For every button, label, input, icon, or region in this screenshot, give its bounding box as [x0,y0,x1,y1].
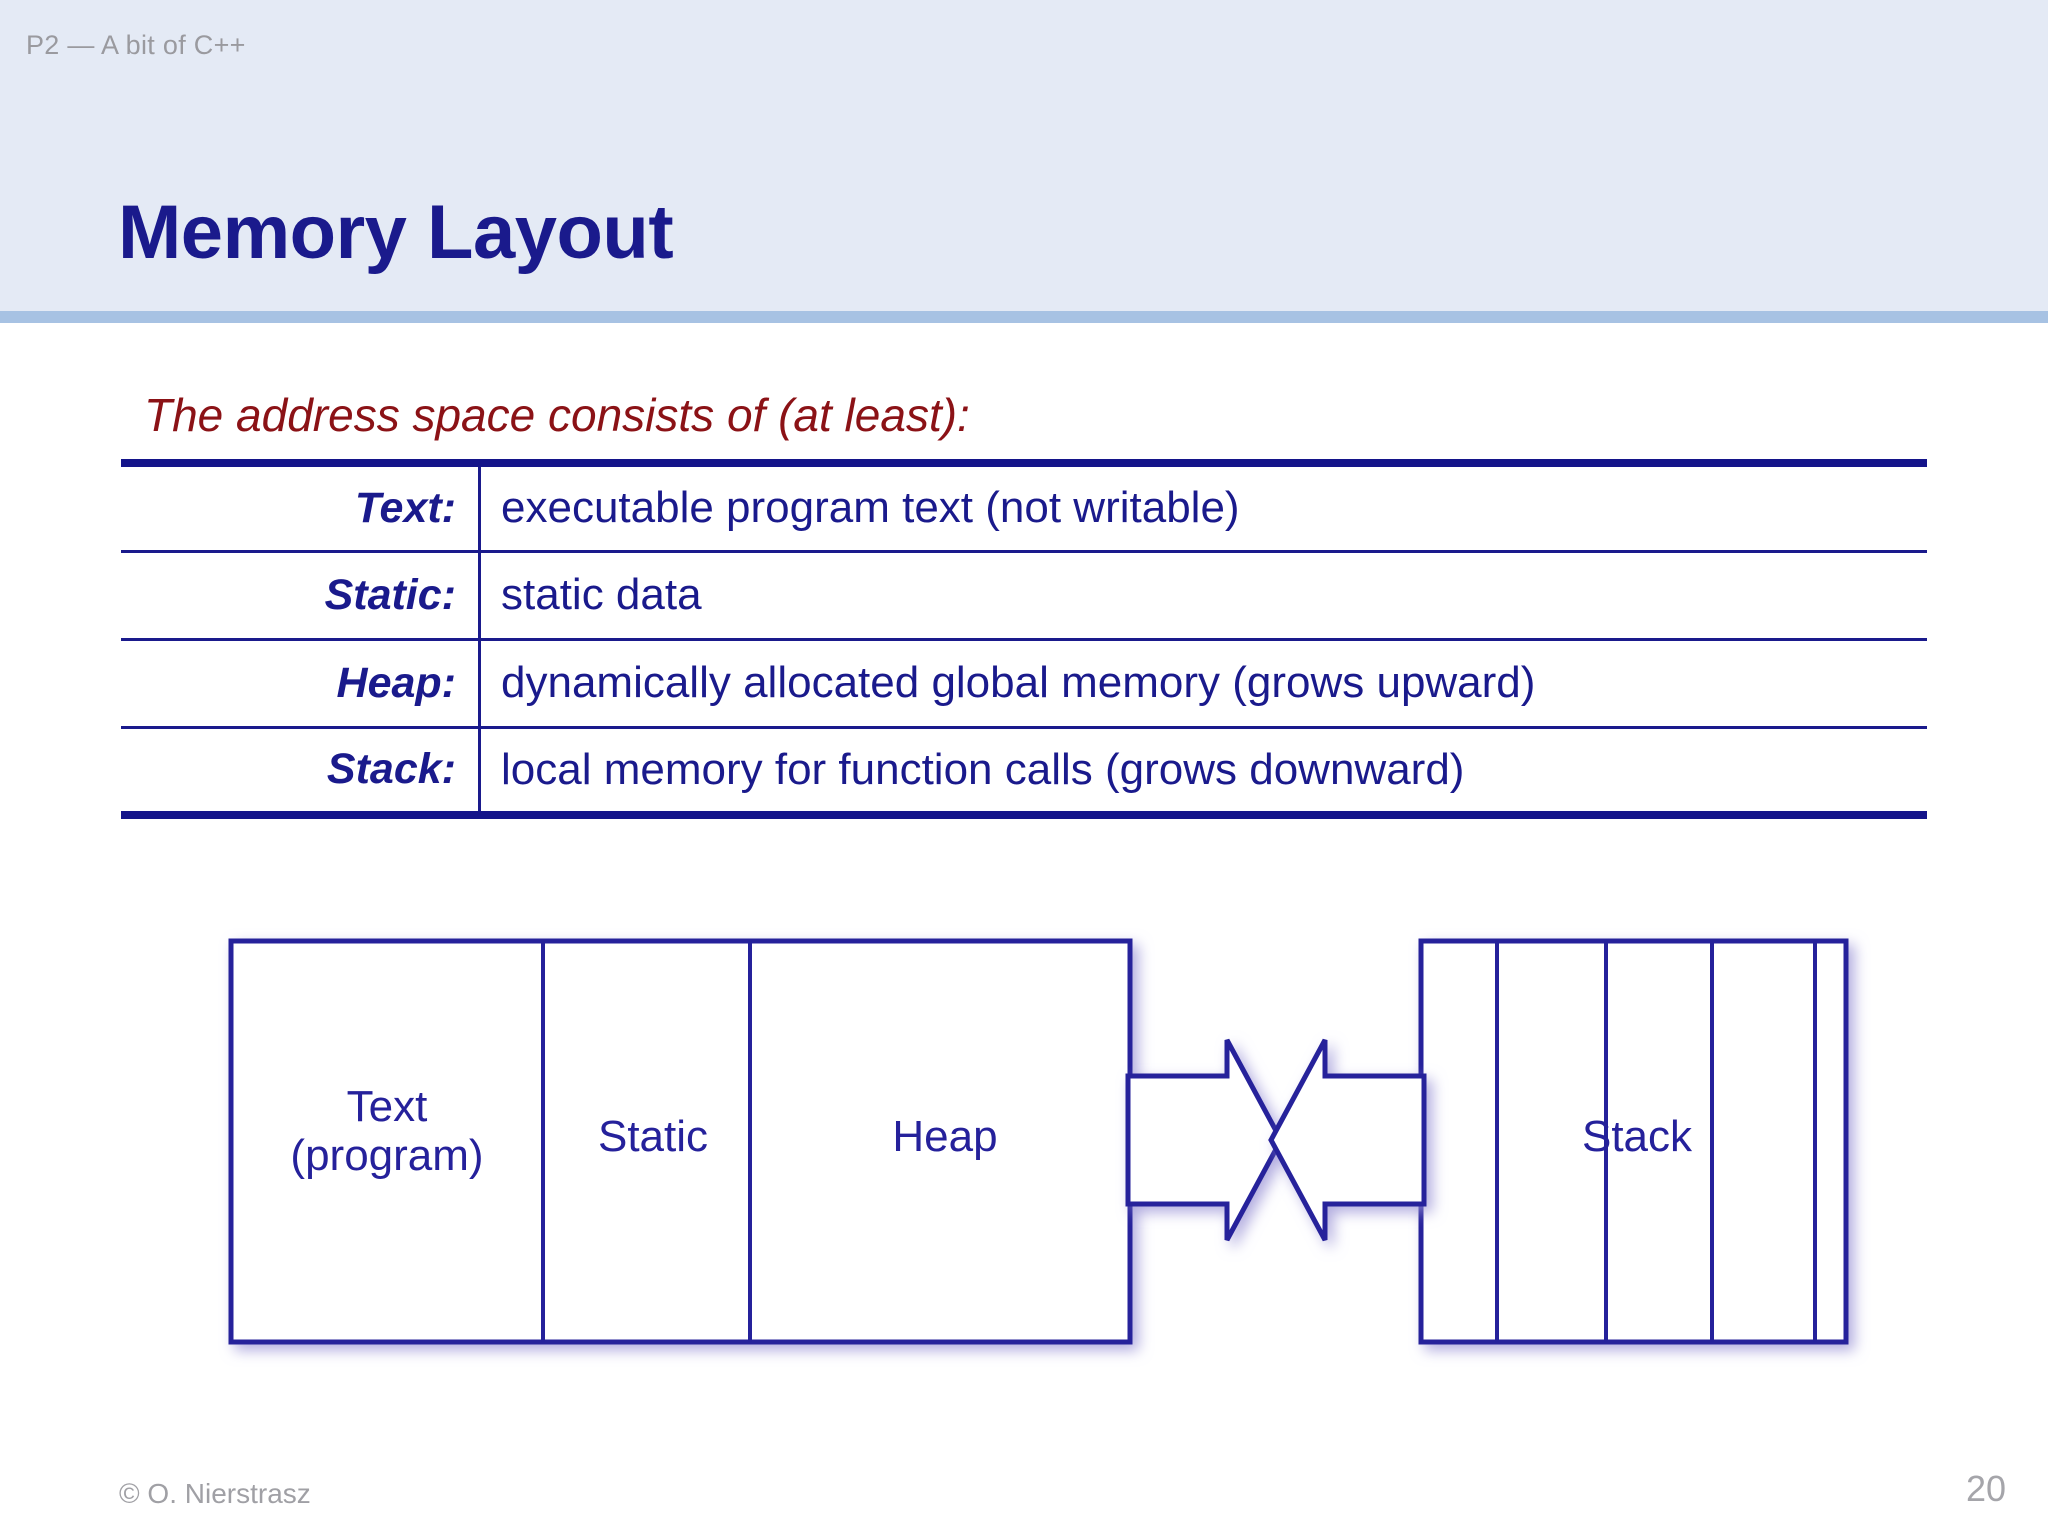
diagram-label-stack: Stack [1581,1112,1693,1161]
table-cell-description: static data [479,551,1927,641]
footer-copyright: © O. Nierstrasz [119,1478,311,1509]
page-title: Memory Layout [118,189,674,275]
table-row: Stack: local memory for function calls (… [121,727,1927,819]
table-row: Text: executable program text (not writa… [121,459,1927,553]
breadcrumb: P2 — A bit of C++ [26,30,246,60]
heap-grows-right-arrow [1125,1038,1284,1242]
table-row: Heap: dynamically allocated global memor… [121,639,1927,729]
section-subtitle: The address space consists of (at least)… [144,389,970,441]
diagram-label-static: Static [597,1112,709,1161]
table-cell-description: executable program text (not writable) [479,459,1927,553]
slide-header-band [0,0,2048,311]
table-cell-label: Text: [121,459,481,553]
table-cell-label: Heap: [121,639,481,729]
diagram-label-text: Text (program) [290,1082,484,1181]
table-cell-label: Static: [121,551,481,641]
diagram-label-heap: Heap [892,1112,998,1161]
header-divider-rule [0,311,2048,323]
table-cell-label: Stack: [121,727,481,819]
table-cell-description: dynamically allocated global memory (gro… [479,639,1927,729]
page-number: 20 [1965,1468,2006,1509]
memory-regions-table: Text: executable program text (not writa… [121,459,1927,819]
table-cell-description: local memory for function calls (grows d… [479,727,1927,819]
table-row: Static: static data [121,551,1927,641]
stack-grows-left-arrow [1268,1038,1427,1242]
